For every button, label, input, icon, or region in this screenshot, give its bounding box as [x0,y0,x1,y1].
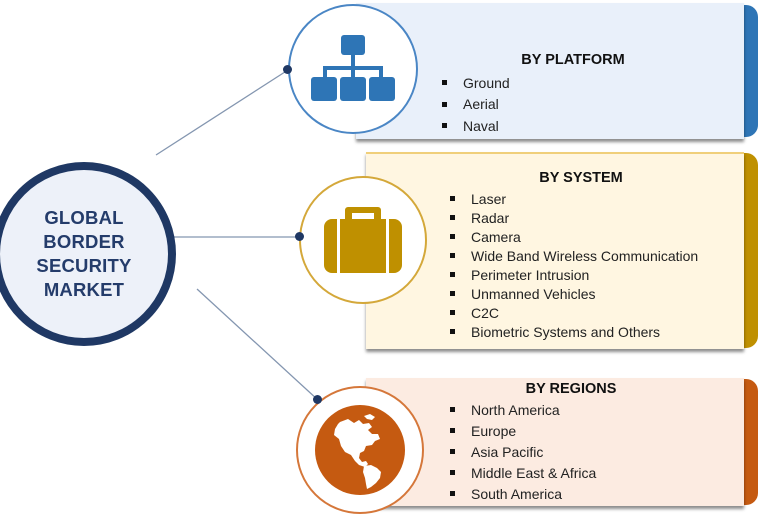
list-item: Ground [442,72,740,94]
list-item: Camera [450,227,740,246]
briefcase-icon [324,207,402,273]
connector-dot-platform [283,65,292,74]
card-face-platform [356,3,744,139]
bullet-icon [450,329,455,334]
segment-items: North America Europe Asia Pacific Middle… [440,399,740,504]
bullet-icon [442,80,447,86]
list-item: Perimeter Intrusion [450,265,740,284]
system-icon-circle [299,176,427,304]
list-item: C2C [450,303,740,322]
main-title: GLOBAL BORDER SECURITY MARKET [36,207,132,300]
bullet-icon [450,310,455,315]
bullet-icon [450,491,455,496]
connector-regions [196,288,319,401]
list-item: Asia Pacific [450,441,740,462]
list-item: Europe [450,420,740,441]
regions-icon-circle [296,386,424,514]
connector-dot-regions [313,395,322,404]
list-item: Middle East & Africa [450,462,740,483]
bullet-icon [450,234,455,239]
bullet-icon [450,470,455,475]
card-face-regions [366,378,744,506]
card-content-regions: BY REGIONS North America Europe Asia Pac… [440,381,740,504]
platform-icon-circle [288,4,418,134]
org-chart-icon [311,35,395,101]
bullet-icon [450,428,455,433]
connector-dot-system [295,232,304,241]
segment-title: BY PLATFORM [521,52,625,68]
list-item: Laser [450,189,740,208]
bullet-icon [450,196,455,201]
bullet-icon [450,215,455,220]
list-item: Biometric Systems and Others [450,322,740,341]
list-item: Radar [450,208,740,227]
list-item: Wide Band Wireless Communication [450,246,740,265]
card-face-system [366,152,744,349]
list-item: Unmanned Vehicles [450,284,740,303]
list-item: North America [450,399,740,420]
segment-items: Laser Radar Camera Wide Band Wireless Co… [440,189,740,341]
bullet-icon [450,407,455,412]
list-item: Aerial [442,94,740,116]
main-topic-circle: GLOBAL BORDER SECURITY MARKET [0,162,176,346]
segment-title: BY SYSTEM [539,170,623,186]
list-item: Naval [442,115,740,137]
card-content-system: BY SYSTEM Laser Radar Camera Wide Band W… [440,170,740,341]
bullet-icon [450,291,455,296]
bullet-icon [442,101,447,107]
bullet-icon [450,253,455,258]
bullet-icon [450,272,455,277]
segment-title: BY REGIONS [525,381,617,397]
list-item: South America [450,483,740,504]
card-content-platform: BY PLATFORM Ground Aerial Naval [420,52,740,137]
bullet-icon [442,123,447,129]
segment-items: Ground Aerial Naval [420,72,740,137]
connector-platform [155,69,289,156]
bullet-icon [450,449,455,454]
globe-icon [315,405,405,495]
